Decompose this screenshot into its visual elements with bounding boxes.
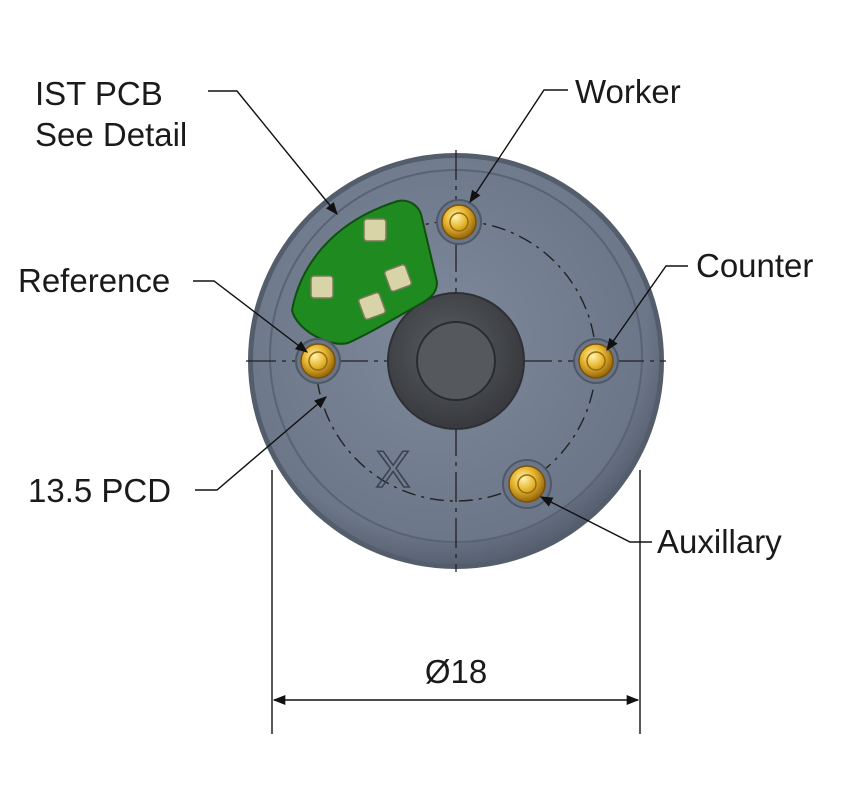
diameter-dimension <box>271 470 641 734</box>
leader-auxillary <box>539 496 652 543</box>
leader-ist-pcb <box>208 90 338 215</box>
leader-counter <box>606 265 688 352</box>
pcb-pad <box>310 275 334 299</box>
pcb-pad <box>383 263 413 293</box>
auxillary-electrode <box>502 459 552 509</box>
pcb-pad <box>363 218 387 242</box>
leader-pcd <box>195 396 327 491</box>
leader-reference <box>193 280 309 353</box>
pcb-pad <box>357 291 387 321</box>
label-reference: Reference <box>18 262 170 299</box>
leader-lines <box>193 89 688 543</box>
center-core <box>387 292 525 430</box>
label-counter: Counter <box>696 247 813 284</box>
counter-electrode <box>573 338 619 384</box>
label-auxillary: Auxillary <box>657 523 782 560</box>
label-pcd: 13.5 PCD <box>28 472 171 509</box>
reference-electrode <box>295 338 341 384</box>
worker-electrode <box>436 199 482 245</box>
ist-pcb <box>290 199 439 345</box>
label-worker: Worker <box>575 73 681 110</box>
label-ist-pcb: IST PCB <box>35 75 163 112</box>
leader-worker <box>469 89 568 204</box>
label-see-detail: See Detail <box>35 116 187 153</box>
label-diameter: Ø18 <box>425 653 487 690</box>
face-mark: X <box>376 441 411 499</box>
